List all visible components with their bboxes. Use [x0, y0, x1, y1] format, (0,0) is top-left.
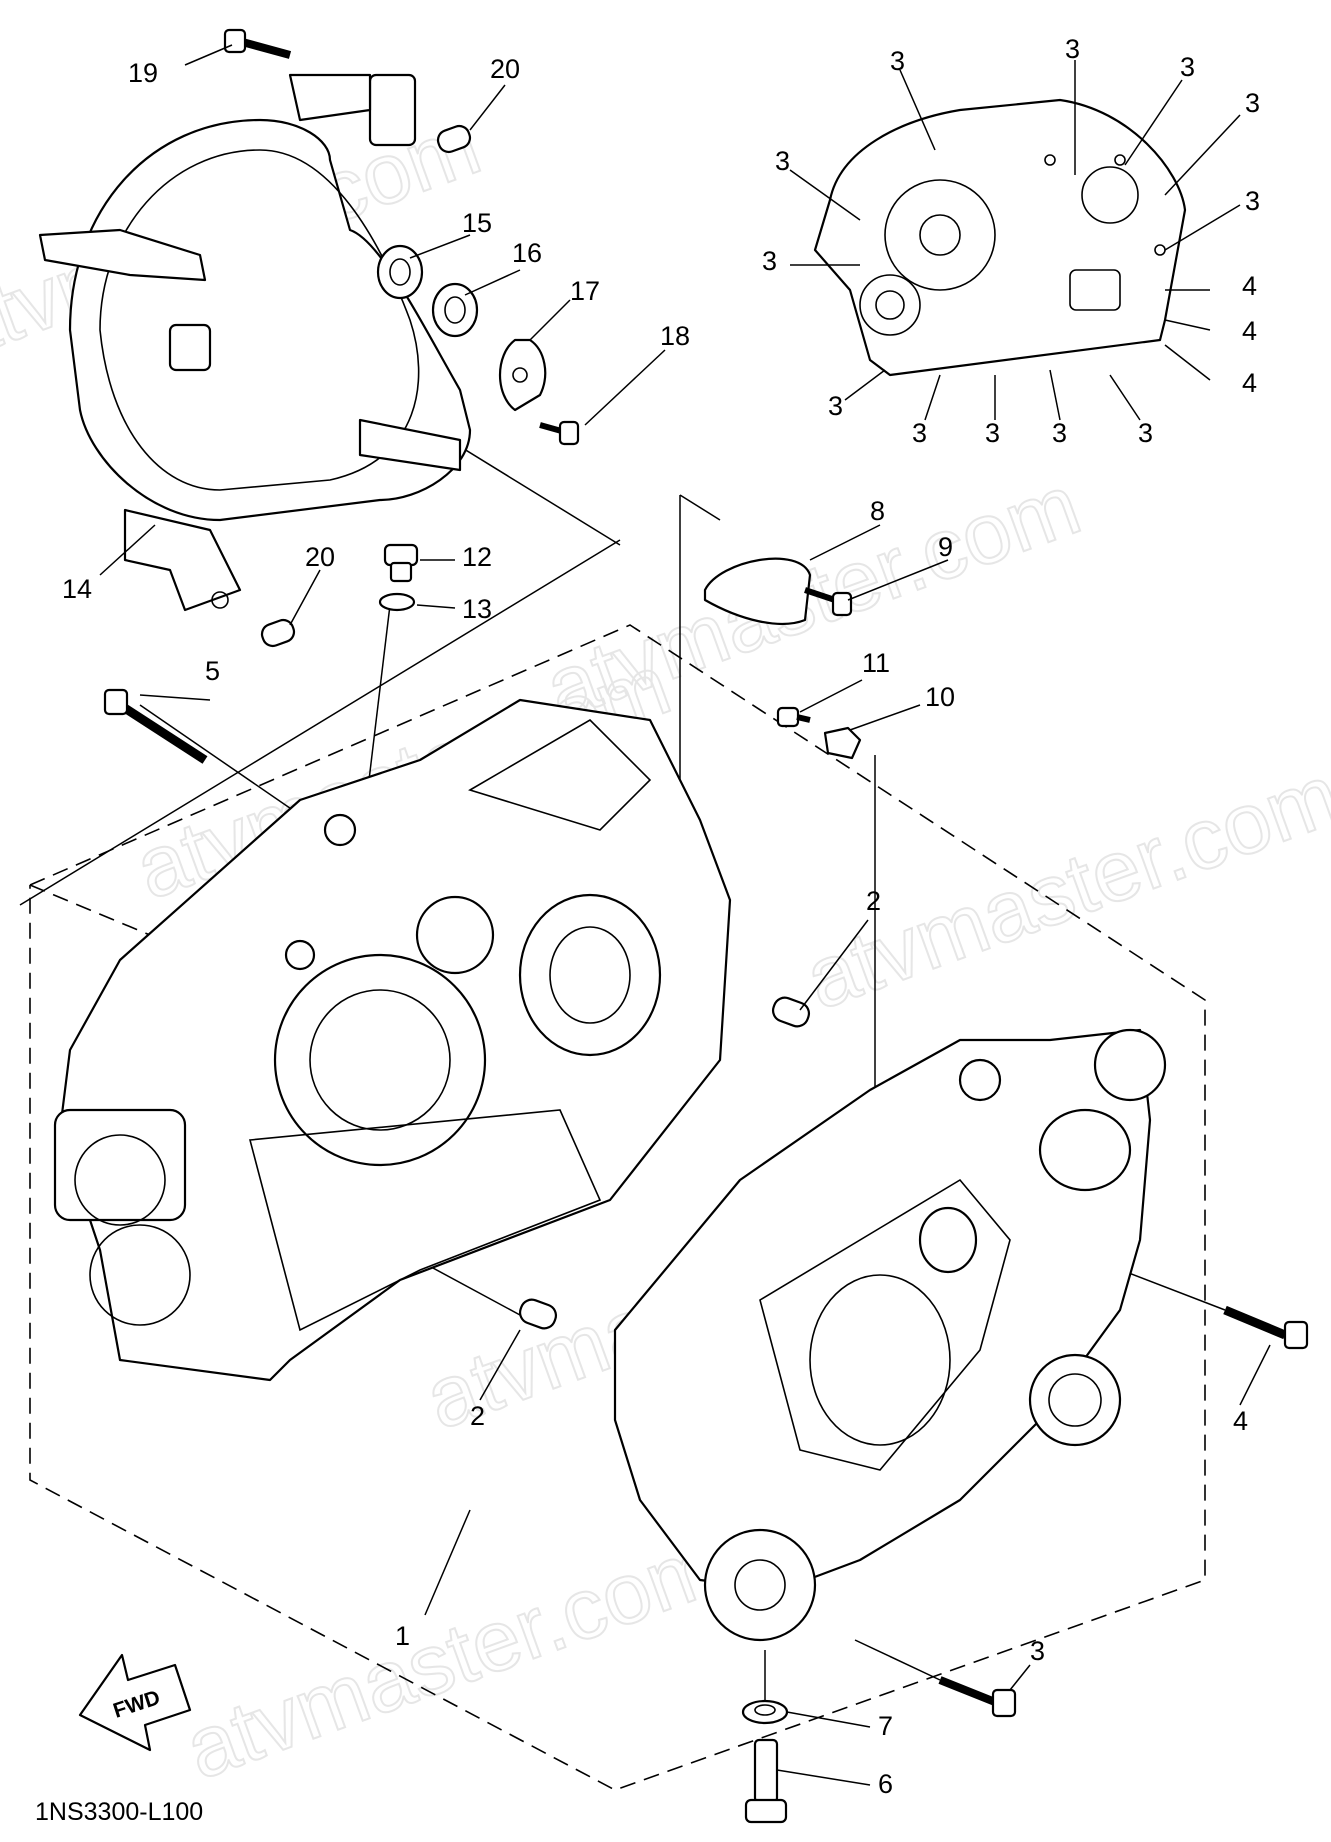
callout-labels: 19 20 15 16 17 18 14 20 12 13 8 9 11 10 …	[62, 34, 1260, 1799]
dowel-pin-20-lower	[260, 618, 296, 648]
callout-20-lower: 20	[305, 542, 335, 572]
callout-2-upper: 2	[866, 886, 881, 916]
callout-6: 6	[878, 1769, 893, 1799]
inset-callout-3-c: 3	[1180, 52, 1195, 82]
callout-2-lower: 2	[470, 1401, 485, 1431]
figure-code: 1NS3300-L100	[35, 1798, 203, 1826]
callout-14: 14	[62, 574, 92, 604]
inset-leaders	[789, 60, 1241, 421]
callout-9: 9	[938, 532, 953, 562]
plate-part-17	[498, 338, 547, 412]
dowel-pin-20-upper	[436, 124, 472, 154]
callout-15: 15	[462, 208, 492, 238]
inset-callout-3-d: 3	[1245, 88, 1260, 118]
callout-7: 7	[878, 1711, 893, 1741]
callout-4-bolt: 4	[1233, 1406, 1248, 1436]
inset-callout-3-e: 3	[1245, 186, 1260, 216]
inset-callout-3-i: 3	[912, 418, 927, 448]
callout-5: 5	[205, 656, 220, 686]
inset-callout-3-b: 3	[1065, 34, 1080, 64]
callout-11: 11	[862, 648, 890, 678]
watermark-3: atvmaster.com	[534, 456, 1092, 737]
bolt-part-19	[223, 28, 292, 59]
callout-8: 8	[870, 496, 885, 526]
inset-bolt-location-view	[813, 98, 1187, 377]
callout-13: 13	[462, 594, 492, 624]
screw-part-18	[539, 420, 580, 446]
inset-callout-3-h: 3	[828, 391, 843, 421]
callout-12: 12	[462, 542, 492, 572]
watermark-6: atvmaster.com	[174, 1516, 732, 1797]
bolt-part-4	[1223, 1305, 1309, 1350]
callout-17: 17	[570, 276, 600, 306]
right-crankcase-half	[613, 1028, 1167, 1642]
callout-18: 18	[660, 321, 690, 351]
forward-arrow-icon: FWD	[78, 1653, 192, 1752]
inset-callout-3-f: 3	[775, 146, 790, 176]
inset-callout-3-a: 3	[890, 46, 905, 76]
inset-callout-4-b: 4	[1242, 316, 1257, 346]
bolt-part-6	[744, 1738, 788, 1824]
bolt-part-9	[804, 587, 853, 617]
callout-20-upper: 20	[490, 54, 520, 84]
bearing-part-15	[376, 244, 424, 300]
dowel-pin-2-upper	[771, 996, 811, 1028]
clamp-part-10	[823, 726, 862, 760]
callout-10: 10	[925, 682, 955, 712]
plug-part-12	[383, 543, 419, 583]
bearing-part-16	[431, 282, 479, 338]
bolt-part-3	[938, 1676, 1017, 1718]
inset-callout-4-c: 4	[1242, 368, 1257, 398]
bolt-part-5	[103, 688, 208, 764]
inset-callout-4-a: 4	[1242, 271, 1257, 301]
washer-part-7	[741, 1699, 789, 1725]
screw-part-11	[776, 706, 811, 728]
callout-16: 16	[512, 238, 542, 268]
inset-callout-3-g: 3	[762, 246, 777, 276]
assembly-dashed-outline	[29, 624, 1206, 1791]
stopper-part-8	[703, 557, 812, 626]
inset-callout-3-l: 3	[1138, 418, 1153, 448]
callout-19: 19	[128, 58, 158, 88]
callout-3-bolt: 3	[1030, 1636, 1045, 1666]
callout-leaders	[99, 44, 1271, 1786]
inset-callout-3-j: 3	[985, 418, 1000, 448]
left-crankcase-half	[53, 698, 732, 1382]
crankcase-cover-part-14	[38, 73, 472, 612]
callout-1: 1	[395, 1621, 410, 1651]
inset-callout-3-k: 3	[1052, 418, 1067, 448]
washer-part-13	[378, 592, 416, 612]
dowel-pin-2-lower	[518, 1298, 558, 1330]
